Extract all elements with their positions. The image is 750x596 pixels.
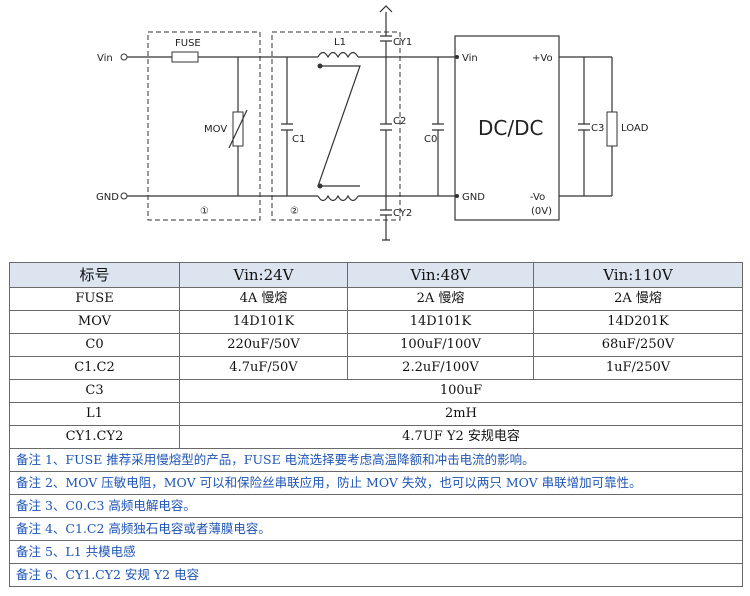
dcdc-title: DC/DC xyxy=(478,116,543,140)
cell: 2mH xyxy=(179,402,743,426)
component-table: 标号 Vin:24V Vin:48V Vin:110V FUSE 4A 慢熔 2… xyxy=(9,262,743,587)
table-row: C0 220uF/50V 100uF/100V 68uF/250V xyxy=(9,333,743,357)
header-vin-48v: Vin:48V xyxy=(347,262,534,288)
header-designator: 标号 xyxy=(9,262,180,288)
mov-label: MOV xyxy=(204,124,227,135)
c0-symbol xyxy=(432,57,444,196)
table-row: CY1.CY2 4.7UF Y2 安规电容 xyxy=(9,425,743,449)
note-5: 备注 5、L1 共模电感 xyxy=(9,540,743,564)
note-row: 备注 2、MOV 压敏电阻，MOV 可以和保险丝串联应用，防止 MOV 失效，也… xyxy=(9,471,743,495)
section-1-label: ① xyxy=(200,206,209,217)
fuse-label: FUSE xyxy=(175,38,201,49)
cell: 4.7uF/50V xyxy=(179,356,348,380)
cell: C1.C2 xyxy=(9,356,180,380)
l1-top-coil xyxy=(317,51,359,59)
dcdc-vin-pin xyxy=(455,55,459,59)
cell: CY1.CY2 xyxy=(9,425,180,449)
cell: 100uF xyxy=(179,379,743,403)
dcdc-vin-label: Vin xyxy=(462,53,478,64)
gnd-label: GND xyxy=(96,192,119,203)
note-3: 备注 3、C0.C3 高频电解电容。 xyxy=(9,494,743,518)
vo-neg-label: -Vo xyxy=(530,192,545,203)
note-6: 备注 6、CY1.CY2 安规 Y2 电容 xyxy=(9,563,743,587)
earth-marks xyxy=(379,5,393,241)
cell: 100uF/100V xyxy=(347,333,534,357)
cell: MOV xyxy=(9,310,180,334)
cell: 2A 慢熔 xyxy=(347,287,534,311)
cy2-label: CY2 xyxy=(393,208,412,219)
l1-bottom-coil xyxy=(317,194,359,202)
table-row: C3 100uF xyxy=(9,379,743,403)
cell: 14D201K xyxy=(533,310,743,334)
note-row: 备注 4、C1.C2 高频独石电容或者薄膜电容。 xyxy=(9,517,743,541)
note-1: 备注 1、FUSE 推荐采用慢熔型的产品，FUSE 电流选择要考虑高温降额和冲击… xyxy=(9,448,743,472)
dcdc-block xyxy=(454,35,560,221)
c3-symbol xyxy=(578,57,590,196)
table-row: C1.C2 4.7uF/50V 2.2uF/100V 1uF/250V xyxy=(9,356,743,380)
note-row: 备注 5、L1 共模电感 xyxy=(9,540,743,564)
section-1-box xyxy=(147,31,261,221)
vin-terminal xyxy=(120,53,128,61)
dcdc-gnd-label: GND xyxy=(462,192,485,203)
c1-symbol xyxy=(281,57,293,196)
cell: C3 xyxy=(9,379,180,403)
table-row: L1 2mH xyxy=(9,402,743,426)
cell: 4.7UF Y2 安规电容 xyxy=(179,425,743,449)
header-vin-110v: Vin:110V xyxy=(533,262,743,288)
cy1-label: CY1 xyxy=(393,37,412,48)
cell: FUSE xyxy=(9,287,180,311)
rails-to-dcdc xyxy=(358,56,455,197)
dcdc-gnd-pin xyxy=(455,194,459,198)
l1-label: L1 xyxy=(334,37,346,48)
cell: C0 xyxy=(9,333,180,357)
cy-branch xyxy=(380,12,392,240)
cell: 14D101K xyxy=(179,310,348,334)
section-2-box xyxy=(271,31,401,221)
c2-label: C2 xyxy=(393,116,406,127)
load-label: LOAD xyxy=(621,123,649,134)
l1-core xyxy=(317,65,361,187)
table-row: MOV 14D101K 14D101K 14D201K xyxy=(9,310,743,334)
l1-dot-bottom xyxy=(317,183,323,189)
cell: 2A 慢熔 xyxy=(533,287,743,311)
table-header-row: 标号 Vin:24V Vin:48V Vin:110V xyxy=(9,262,743,288)
circuit-schematic: Vin GND ① ② FUSE MOV C1 L1 CY1 C2 CY2 C0… xyxy=(96,5,649,241)
vo-pos-label: +Vo xyxy=(532,53,553,64)
load-symbol xyxy=(606,111,618,147)
note-row: 备注 1、FUSE 推荐采用慢熔型的产品，FUSE 电流选择要考虑高温降额和冲击… xyxy=(9,448,743,472)
section-2-label: ② xyxy=(290,206,299,217)
fuse-symbol xyxy=(171,51,199,63)
cell: L1 xyxy=(9,402,180,426)
vin-label: Vin xyxy=(97,53,113,64)
c3-label: C3 xyxy=(591,123,604,134)
note-row: 备注 6、CY1.CY2 安规 Y2 电容 xyxy=(9,563,743,587)
l1-dot-top xyxy=(317,63,323,69)
cell: 220uF/50V xyxy=(179,333,348,357)
table-row: FUSE 4A 慢熔 2A 慢熔 2A 慢熔 xyxy=(9,287,743,311)
note-4: 备注 4、C1.C2 高频独石电容或者薄膜电容。 xyxy=(9,517,743,541)
cell: 14D101K xyxy=(347,310,534,334)
cell: 68uF/250V xyxy=(533,333,743,357)
zero-v-label: (0V) xyxy=(531,206,552,217)
note-2: 备注 2、MOV 压敏电阻，MOV 可以和保险丝串联应用，防止 MOV 失效，也… xyxy=(9,471,743,495)
note-row: 备注 3、C0.C3 高频电解电容。 xyxy=(9,494,743,518)
c0-label: C0 xyxy=(424,134,437,145)
mov-slash xyxy=(228,109,248,149)
cell: 1uF/250V xyxy=(533,356,743,380)
header-vin-24v: Vin:24V xyxy=(179,262,348,288)
gnd-terminal xyxy=(120,192,128,200)
cell: 4A 慢熔 xyxy=(179,287,348,311)
cell: 2.2uF/100V xyxy=(347,356,534,380)
c1-label: C1 xyxy=(292,134,305,145)
output-rails xyxy=(559,56,612,197)
